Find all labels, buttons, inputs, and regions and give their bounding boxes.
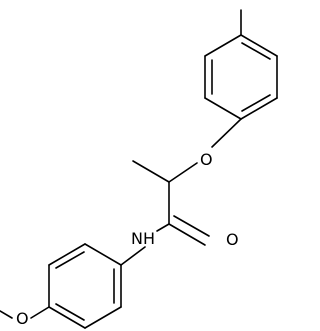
bond-top-ring-1 xyxy=(240,34,278,57)
bond-top-ring-3 xyxy=(240,97,278,120)
bond-ring-to-ether-oxygen xyxy=(211,118,242,148)
bond-carbonyl-carbon-to-amide-nitrogen xyxy=(156,223,170,232)
bond-bottom-ring-1 xyxy=(84,243,122,266)
chemical-structure-diagram: O O NH O xyxy=(0,9,278,329)
bottom-benzene-ring xyxy=(48,243,122,329)
bond-chiral-carbon-methyl xyxy=(132,160,170,183)
bond-top-ring-inner-2 xyxy=(241,94,271,112)
bond-bottom-ring-5 xyxy=(84,306,122,329)
bond-top-ring-inner-1 xyxy=(241,42,271,60)
bond-top-ring-6 xyxy=(204,34,242,57)
bond-bottom-ring-4 xyxy=(48,306,86,329)
molecule-canvas: O O NH O xyxy=(0,9,278,329)
top-benzene-ring xyxy=(204,34,278,120)
bond-bottom-ring-inner-1 xyxy=(55,251,85,269)
bond-ether-oxygen-to-chiral-carbon xyxy=(168,162,198,183)
bond-bottom-ring-inner-2 xyxy=(55,303,85,321)
bond-top-ring-4 xyxy=(204,97,242,120)
bond-carbonyl-double-2 xyxy=(173,215,210,237)
carbonyl-oxygen-label: O xyxy=(226,230,239,249)
amide-nh-label: NH xyxy=(131,229,155,248)
methoxy-oxygen-label: O xyxy=(16,309,29,328)
bond-carbonyl-double-1 xyxy=(168,223,206,246)
bond-lower-ring-to-methoxy-oxygen xyxy=(30,306,50,319)
bond-bottom-ring-2 xyxy=(48,243,86,266)
ether-oxygen-label: O xyxy=(200,150,213,169)
bond-amide-nitrogen-to-lower-ring xyxy=(120,246,146,266)
bond-methoxy-oxygen-to-methyl xyxy=(0,310,13,319)
